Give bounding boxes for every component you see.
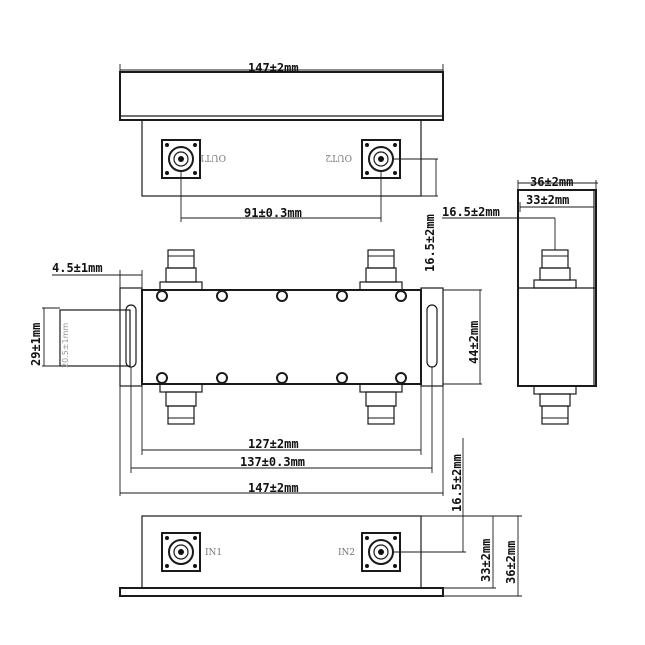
- dim-top-width: 147±2mm: [248, 61, 299, 75]
- screw-row-top: [156, 290, 407, 302]
- front-view: 4.5±1mm 29±1mm 20.5±1mm 44±2mm 127±2mm 1…: [29, 249, 482, 496]
- screw-row-bottom: [156, 372, 407, 384]
- dim-port-height-bottom: 16.5±2mm: [450, 454, 464, 512]
- dim-bottom-h1: 33±2mm: [479, 539, 493, 582]
- bottom-plate: [119, 587, 444, 597]
- dim-slot-inner: 20.5±1mm: [61, 323, 70, 368]
- side-connector-top-icon: [533, 249, 577, 289]
- side-connector-bottom-icon: [533, 385, 577, 425]
- label-out2: OUT2: [325, 152, 352, 162]
- dim-body-height: 44±2mm: [467, 321, 481, 364]
- connector-out1-icon: [161, 139, 201, 179]
- connector-bottom-left-icon: [159, 383, 203, 425]
- dim-bottom-h2: 36±2mm: [504, 541, 518, 584]
- top-plate: [119, 71, 444, 121]
- dim-hole-spacing: 137±0.3mm: [240, 455, 305, 469]
- dim-slot-height: 29±1mm: [29, 323, 43, 366]
- dim-side-port: 16.5±2mm: [442, 205, 500, 219]
- front-body: [141, 289, 422, 385]
- dim-port-spacing: 91±0.3mm: [244, 206, 302, 220]
- dim-mount-tab: 4.5±1mm: [52, 261, 103, 275]
- label-in1: IN1: [205, 548, 222, 558]
- top-view: OUT1 OUT2 147±2mm 91±0.3mm 16.5±2mm: [119, 61, 444, 272]
- dim-side-outer: 36±2mm: [530, 175, 573, 189]
- connector-top-left-icon: [159, 249, 203, 291]
- label-in2: IN2: [338, 548, 355, 558]
- dim-side-inner: 33±2mm: [526, 193, 569, 207]
- side-view: 36±2mm 33±2mm 16.5±2mm: [442, 175, 598, 425]
- top-body: [141, 119, 422, 197]
- connector-out2-icon: [361, 139, 401, 179]
- bottom-view: IN1 IN2 16.5±2mm 33±2mm 36±2mm: [119, 438, 522, 597]
- label-out1: OUT1: [199, 152, 226, 162]
- connector-top-right-icon: [359, 249, 403, 291]
- dim-port-height-top: 16.5±2mm: [423, 214, 437, 272]
- dim-overall-len: 147±2mm: [248, 481, 299, 495]
- connector-in1-icon: [161, 532, 201, 572]
- connector-bottom-right-icon: [359, 383, 403, 425]
- dim-inner-len: 127±2mm: [248, 437, 299, 451]
